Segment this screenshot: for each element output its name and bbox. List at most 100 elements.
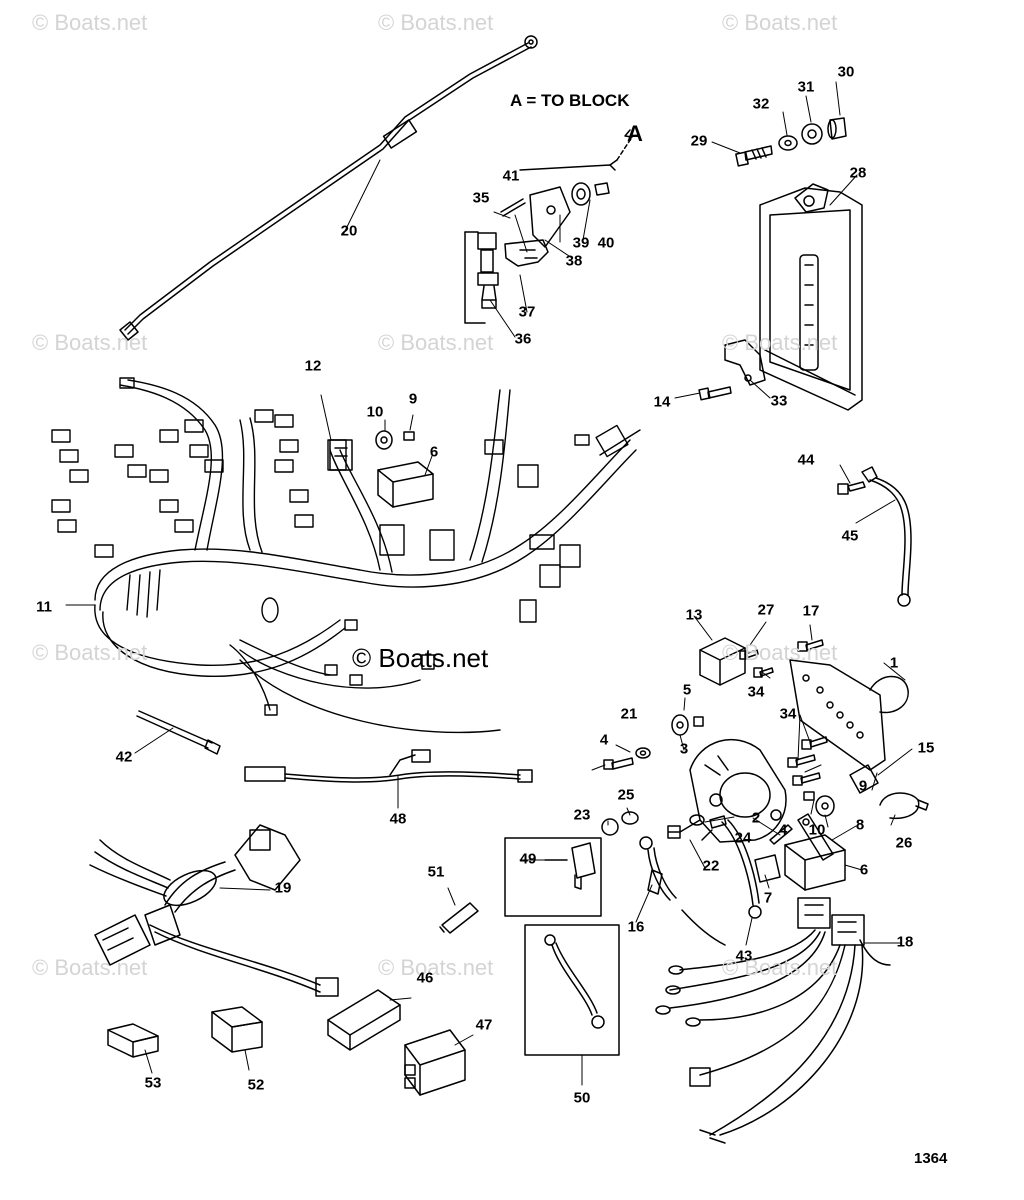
ecm-module-part-28: [759, 183, 863, 411]
bracket-part-8: [797, 813, 834, 861]
callout-2: 2: [751, 809, 761, 827]
grommet-part-10-upper: [375, 430, 393, 450]
connector-part-12: [329, 439, 353, 471]
clamp-part-26: [879, 792, 929, 820]
figure-number: 1364: [914, 1150, 948, 1167]
detail-a-note: A = TO BLOCK: [510, 91, 630, 110]
callout-29: 29: [690, 132, 708, 150]
callout-37: 37: [518, 303, 536, 321]
callout-12: 12: [304, 357, 322, 375]
callout-42: 42: [115, 748, 133, 766]
callout-52: 52: [247, 1076, 265, 1094]
grommet-part-10-lower-and-9: [803, 791, 835, 817]
watermark-mid-center: © Boats.net: [378, 330, 494, 355]
detail-a-view-letter: A: [627, 121, 643, 146]
callout-50: 50: [573, 1089, 591, 1107]
connector-part-53: [107, 1023, 159, 1058]
callout-17: 17: [802, 602, 820, 620]
watermark-bottom-left: © Boats.net: [32, 955, 148, 980]
watermark-bottom-right: © Boats.net: [722, 955, 838, 980]
callout-5: 5: [682, 681, 692, 699]
callout-44: 44: [797, 451, 815, 469]
callout-46: 46: [416, 969, 434, 987]
ground-strap-part-45: [837, 466, 912, 607]
harness-connectors: [51, 377, 629, 716]
y-harness-part-19: [89, 824, 339, 997]
callout-39: 39: [572, 234, 590, 252]
callout-7: 7: [763, 889, 773, 907]
watermark-low-left: © Boats.net: [32, 640, 148, 665]
callout-9-lower: 9: [858, 777, 868, 795]
mounting-plate-part-1: [789, 659, 909, 771]
callout-18: 18: [896, 933, 914, 951]
bracket-part-33: [724, 339, 766, 386]
callout-leader-lines: [65, 81, 913, 1086]
callout-32: 32: [752, 95, 770, 113]
callout-23: 23: [573, 806, 591, 824]
watermark-top-center: © Boats.net: [378, 10, 494, 35]
callout-31: 31: [797, 78, 815, 96]
callout-49: 49: [519, 850, 537, 868]
connector-part-47: [404, 1029, 466, 1096]
callout-10-lower: 10: [808, 821, 826, 839]
callout-45: 45: [841, 527, 859, 545]
cable-tie-part-42: [136, 710, 221, 755]
center-watermark: © Boats.net: [352, 643, 489, 673]
callout-1: 1: [889, 654, 899, 672]
small-parts-4-5-21-23-24-25: [601, 714, 793, 845]
callout-16: 16: [627, 918, 645, 936]
watermark-low-right: © Boats.net: [722, 640, 838, 665]
callout-43: 43: [735, 947, 753, 965]
cable-part-43: [709, 815, 762, 919]
callout-19: 19: [274, 879, 292, 897]
watermark-bottom-center: © Boats.net: [378, 955, 494, 980]
grommet-parts-29-32: [735, 117, 847, 167]
shield-part-7: [754, 854, 781, 883]
detail-box-part-49: [504, 837, 602, 917]
callout-28: 28: [849, 164, 867, 182]
callout-13: 13: [685, 606, 703, 624]
callout-21: 21: [620, 705, 638, 723]
callout-6-lower: 6: [859, 861, 869, 879]
callout-4-right: 4: [778, 821, 788, 839]
connector-part-52: [211, 1006, 263, 1053]
watermark-top-left: © Boats.net: [32, 10, 148, 35]
callout-40: 40: [597, 234, 615, 252]
plug-part-9-upper: [403, 431, 415, 441]
screw-part-14: [698, 386, 732, 401]
callout-26: 26: [895, 834, 913, 852]
callout-30: 30: [837, 63, 855, 81]
callout-34-upper: 34: [747, 683, 765, 701]
harness-part-18: [655, 897, 891, 1144]
connector-part-46: [327, 989, 401, 1051]
callout-47: 47: [475, 1016, 493, 1034]
callout-36: 36: [514, 330, 532, 348]
callout-9-upper: 9: [408, 390, 418, 408]
callout-35: 35: [472, 189, 490, 207]
callout-48: 48: [389, 810, 407, 828]
callout-15: 15: [917, 739, 935, 757]
cover-part-13: [699, 637, 746, 686]
callout-11: 11: [36, 598, 52, 616]
callout-14: 14: [653, 393, 671, 411]
relay-part-6-lower: [784, 834, 846, 891]
callout-3: 3: [679, 740, 689, 758]
watermark-mid-right: © Boats.net: [722, 330, 838, 355]
watermark-mid-left: © Boats.net: [32, 330, 148, 355]
callout-10-upper: 10: [366, 403, 384, 421]
callout-6-upper: 6: [429, 443, 439, 461]
relay-part-6-upper: [377, 461, 434, 508]
callout-4-left: 4: [599, 731, 609, 749]
callout-24: 24: [734, 829, 752, 847]
callout-33: 33: [770, 392, 788, 410]
callout-41: 41: [502, 167, 520, 185]
callout-53: 53: [144, 1074, 162, 1092]
detail-a-assembly: [464, 129, 633, 324]
callout-20: 20: [340, 222, 358, 240]
callout-51: 51: [427, 863, 445, 881]
harness-part-48: [244, 749, 533, 783]
callout-34-lower: 34: [779, 705, 797, 723]
terminal-block-part-3: [679, 738, 787, 843]
barrel-part-51: [439, 902, 479, 934]
